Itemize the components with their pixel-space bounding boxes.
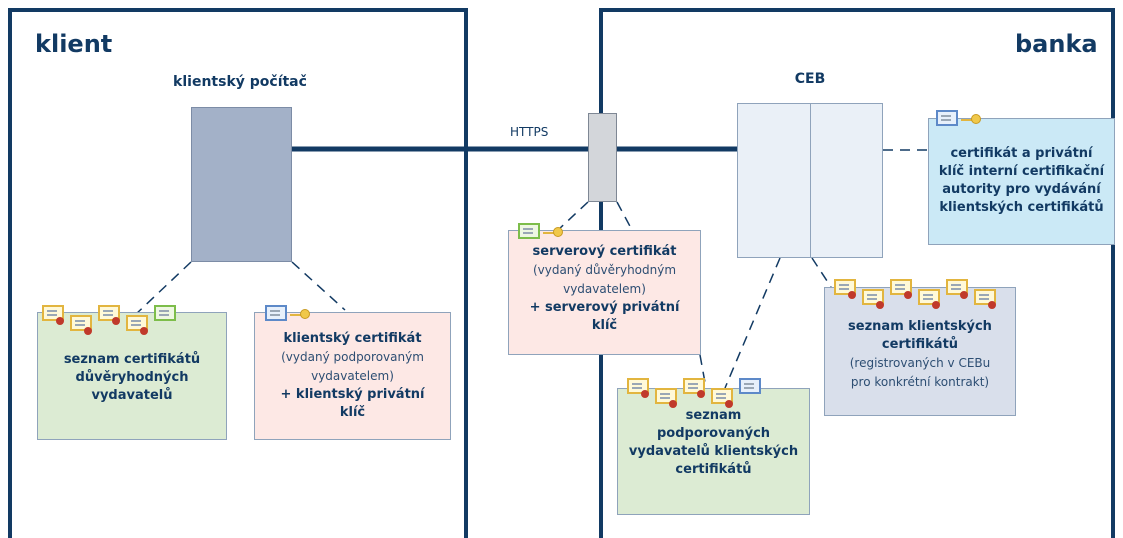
certificate-icon [918,289,940,309]
client-cert-line4: + klientský privátní [280,387,425,402]
certificate-icon [683,378,705,398]
dash-ceb-to-clientlist [811,257,832,288]
certificate-icon [890,279,912,299]
server-cert-line2: (vydaný důvěryhodným [532,263,677,277]
certificate-icon [126,315,148,335]
client-cert-list-line1: seznam klientských [848,319,992,334]
certificate-icon [42,305,64,325]
dash-server-to-servercert-right [616,201,633,231]
certificate-icon [946,279,968,299]
client-zone-title: klient [35,30,113,58]
trusted-issuers-cert-icons [42,305,182,335]
server-cert-line1: serverový certifikát [532,244,677,259]
ceb-label: CEB [794,71,826,87]
ceb-divider [810,104,811,257]
internal-ca-line4: klientských certifikátů [939,200,1104,215]
client-cert-list-box: seznam klientských certifikátů (registro… [824,287,1016,416]
certificate-blue-icon [739,378,761,394]
supported-issuers-line2: podporovaných [656,426,771,441]
client-pc-block [191,107,292,262]
internal-ca-line1: certifikát a privátní [950,146,1093,161]
server-block [588,113,617,202]
dash-servercert-to-supported [699,354,707,389]
certificate-icon [711,388,733,408]
server-cert-line3: vydavatelem) [563,282,646,296]
server-cert-box: serverový certifikát (vydaný důvěryhodný… [508,230,701,355]
ceb-block [737,103,883,258]
key-icon [961,114,981,124]
trusted-issuers-line3: vydavatelů [91,388,173,403]
server-certificate-icon [518,223,540,239]
client-cert-list-line2: certifikátů [881,337,959,352]
client-certificate-icon [265,305,287,321]
server-cert-line5: klíč [591,318,618,333]
client-cert-line2: (vydaný podporovaným [281,350,424,364]
dash-pc-to-clientcert [291,261,346,311]
supported-issuers-box: seznam podporovaných vydavatelů klientsk… [617,388,810,515]
client-cert-line5: klíč [339,405,366,420]
client-pc-label: klientský počítač [173,74,307,90]
client-cert-box: klientský certifikát (vydaný podporovaný… [254,312,451,440]
trusted-issuers-box: seznam certifikátů důvěryhodných vydavat… [37,312,227,440]
dash-server-to-servercert-left [557,201,589,231]
key-icon [543,227,563,237]
client-zone-frame [8,8,468,538]
key-icon [290,309,310,319]
client-cert-line3: vydavatelem) [311,369,394,383]
supported-issuers-line4: certifikátů [675,462,752,477]
supported-issuers-cert-icons [627,378,767,408]
bank-zone-title: banka [1015,30,1098,58]
client-cert-list-line4: pro konkrétní kontrakt) [850,375,990,389]
certificate-icon [627,378,649,398]
supported-issuers-line1: seznam [685,408,742,423]
certificate-icon [862,289,884,309]
internal-ca-line3: autority pro vydávání [942,182,1101,197]
ca-certificate-icon [936,110,958,126]
certificate-icon [98,305,120,325]
client-cert-list-line3: (registrovaných v CEBu [849,356,991,370]
dash-ceb-to-supported [724,257,781,389]
supported-issuers-line3: vydavatelů klientských [628,444,799,459]
client-cert-list-icons [834,279,1002,309]
certificate-icon [655,388,677,408]
trusted-issuers-line2: důvěryhodných [75,370,189,385]
dash-pc-to-trusted [134,261,192,316]
certificate-green-icon [154,305,176,321]
certificate-icon [974,289,996,309]
internal-ca-line2: klíč interní certifikační [938,164,1105,179]
certificate-icon [70,315,92,335]
trusted-issuers-line1: seznam certifikátů [63,352,201,367]
server-cert-line4: + serverový privátní [529,300,680,315]
client-cert-line1: klientský certifikát [283,331,422,346]
https-label: HTTPS [510,125,549,139]
internal-ca-box: certifikát a privátní klíč interní certi… [928,118,1115,245]
certificate-icon [834,279,856,299]
